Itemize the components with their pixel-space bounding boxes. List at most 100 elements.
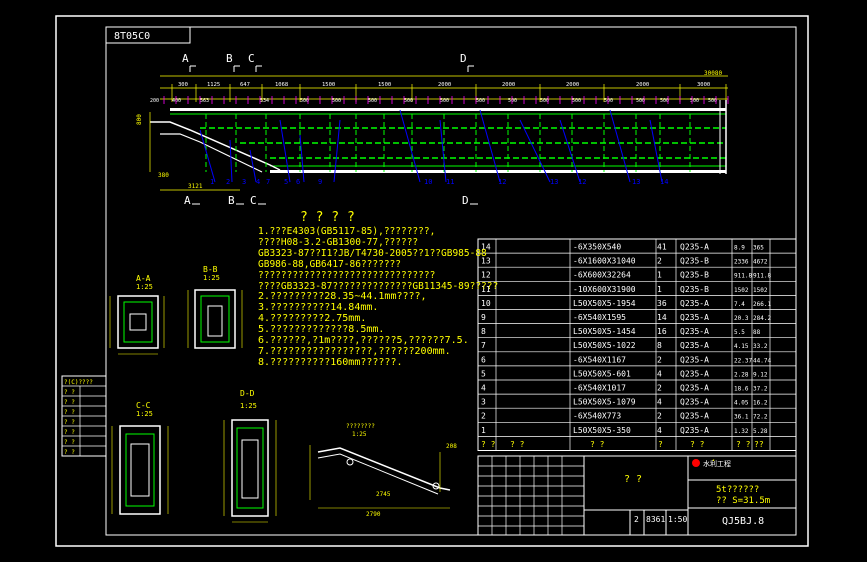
svg-text:9: 9 <box>481 313 486 322</box>
svg-text:Q235-A: Q235-A <box>680 412 709 421</box>
revision-cell: ?(C)???? <box>64 379 93 386</box>
svg-text:8.9: 8.9 <box>734 245 745 252</box>
detail-scale: 1:25 <box>352 431 367 438</box>
svg-text:365: 365 <box>753 245 764 252</box>
tb-name: ? ? <box>624 474 642 485</box>
section-mark-bottom: D <box>462 194 469 207</box>
section-mark-top: D <box>460 52 467 65</box>
svg-text:1: 1 <box>481 426 486 435</box>
part-balloon: 1 <box>210 178 214 186</box>
svg-text:2336: 2336 <box>734 259 749 266</box>
svg-text:4: 4 <box>657 426 662 435</box>
sec-aa-title: A-A <box>136 274 151 283</box>
svg-text:1: 1 <box>657 285 662 294</box>
note-line: ??????????????????????????????? <box>258 269 436 281</box>
bom-header-cell: ? ? <box>481 440 496 449</box>
part-balloon: 2 <box>226 178 230 186</box>
tb-drawing-no: QJ5BJ.8 <box>722 516 764 527</box>
svg-text:7.4: 7.4 <box>734 301 745 308</box>
svg-text:14: 14 <box>481 243 491 252</box>
svg-text:1: 1 <box>657 271 662 280</box>
segment-dim: 300 <box>178 82 188 88</box>
svg-text:2: 2 <box>657 257 662 266</box>
svg-text:Q235-A: Q235-A <box>680 426 709 435</box>
svg-text:Q235-A: Q235-A <box>680 327 709 336</box>
svg-text:72.2: 72.2 <box>753 414 768 421</box>
detail-dim: 208 <box>446 443 457 450</box>
svg-text:-6X540X1595: -6X540X1595 <box>573 313 626 322</box>
revision-cell: ? ? <box>64 419 75 426</box>
svg-text:16.2: 16.2 <box>753 400 768 407</box>
svg-text:-6X1600X31040: -6X1600X31040 <box>573 257 636 266</box>
company-logo <box>692 459 700 467</box>
revision-cell: ? ? <box>64 439 75 446</box>
segment-dim: 2000 <box>636 82 649 88</box>
sec-cc-title: C-C <box>136 401 151 410</box>
svg-text:266.1: 266.1 <box>753 301 771 308</box>
svg-text:20.3: 20.3 <box>734 315 749 322</box>
spacing-dim: 500 <box>636 98 645 104</box>
spacing-dim: 500 <box>660 98 669 104</box>
segment-dim: 2000 <box>502 82 515 88</box>
tb-product1: 5t?????? <box>716 485 759 495</box>
section-a-a: A-A 1:25 <box>109 274 165 355</box>
deck-top-plate <box>170 108 726 111</box>
svg-text:L50X50X5-1954: L50X50X5-1954 <box>573 299 636 308</box>
svg-text:Q235-A: Q235-A <box>680 341 709 350</box>
note-line: 2.?????????28.35~44.1mm????, <box>258 291 427 303</box>
svg-text:Q235-A: Q235-A <box>680 299 709 308</box>
section-mark-bottom: C <box>250 194 257 207</box>
svg-text:-6X540X1167: -6X540X1167 <box>573 355 626 364</box>
detail-bottom: 2790 <box>366 511 381 518</box>
svg-text:4: 4 <box>481 384 486 393</box>
part-balloon: 5 <box>284 178 288 186</box>
spacing-dim: 500 <box>708 98 717 104</box>
spacing-dim: 500 <box>404 98 413 104</box>
segment-dim: 2000 <box>438 82 451 88</box>
left-bottom: 3121 <box>188 183 203 190</box>
part-balloon: 6 <box>296 178 300 186</box>
svg-text:36.1: 36.1 <box>734 414 749 421</box>
note-line: 5.?????????????8.5mm. <box>258 324 385 336</box>
part-balloon: 12 <box>578 178 586 186</box>
svg-text:-10X600X31900: -10X600X31900 <box>573 285 636 294</box>
spacing-dim: 500 <box>300 98 309 104</box>
svg-text:5.28: 5.28 <box>753 428 768 435</box>
sec-bb-title: B-B <box>203 265 218 274</box>
spacing-dim: 500 <box>540 98 549 104</box>
left-h: 800 <box>136 114 143 125</box>
tb-company: 水利工程 <box>703 459 731 468</box>
overall-dim: 30080 <box>704 70 722 77</box>
note-line: 6.??????,?1m????,??????5,??????7.5. <box>258 335 469 346</box>
part-balloon: 4 <box>256 178 260 186</box>
svg-text:284.2: 284.2 <box>753 315 771 322</box>
svg-text:L50X50X5-1454: L50X50X5-1454 <box>573 327 636 336</box>
bom-header-cell: ? ? <box>736 440 751 449</box>
bom-header-cell: ? ? <box>510 440 525 449</box>
spacing-dim: 500 <box>332 98 341 104</box>
note-line: ????H08-3.2-GB1300-77,?????? <box>258 236 419 248</box>
detail-title: ???????? <box>346 423 375 430</box>
svg-text:33.2: 33.2 <box>753 343 768 350</box>
spacing-dim: 200 <box>150 98 159 104</box>
revision-cell: ? ? <box>64 399 75 406</box>
svg-text:Q235-A: Q235-A <box>680 384 709 393</box>
note-line: ????GB3323-87??????????????GB11345-89???… <box>258 280 499 292</box>
svg-text:5.5: 5.5 <box>734 329 745 336</box>
revision-cell: ? ? <box>64 389 75 396</box>
note-line: 3.??????????14.84mm. <box>258 302 379 314</box>
sec-dd-scale: 1:25 <box>240 402 257 410</box>
svg-text:44.74: 44.74 <box>753 357 771 364</box>
svg-text:4672: 4672 <box>753 259 768 266</box>
part-balloon: 11 <box>446 178 454 186</box>
